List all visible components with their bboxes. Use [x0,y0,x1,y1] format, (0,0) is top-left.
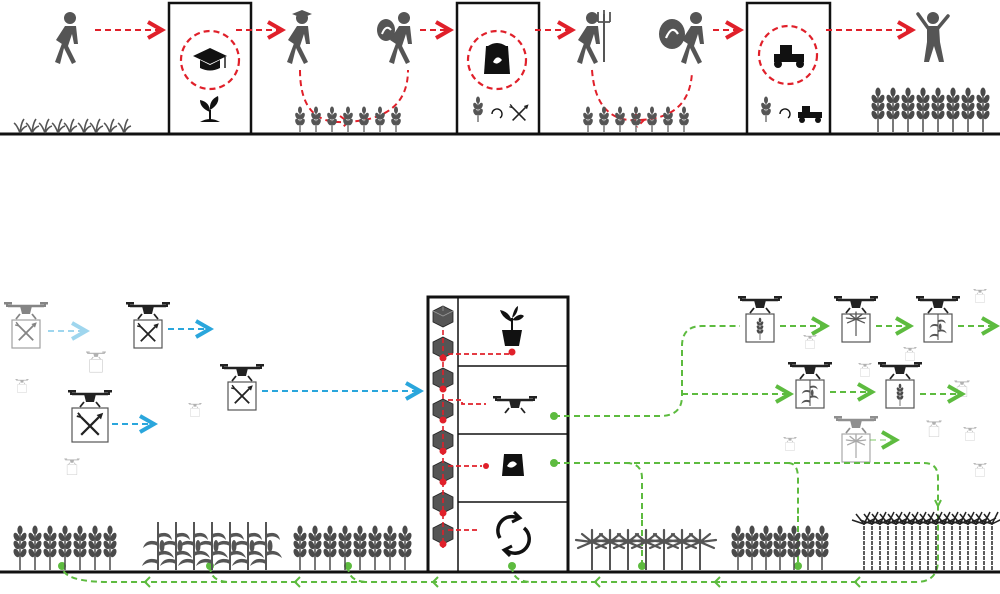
potted-plant-icon [500,306,524,346]
corn-drone-icon [916,296,960,342]
walker-icon [55,12,78,64]
celebrating-person-icon [916,12,950,62]
station-education [167,1,253,136]
cycle-tools-icon [471,95,530,123]
wheat-drone-icon [738,296,782,342]
sprout-icon [200,96,220,122]
green-flow [61,326,996,583]
left-drones [4,302,420,475]
top-weeds [13,118,132,134]
pitchfork-farmer-icon [577,10,611,64]
station-mechanization [745,1,832,136]
cycle-tractor-icon [759,95,822,123]
bottom-sugarcane [851,511,1000,571]
seed-bag-icon [484,43,510,74]
blockchain-column [432,305,454,548]
bottom-wheat-right [729,524,831,571]
fertilizer-bag-icon [502,454,524,476]
bottom-cassava [574,528,718,572]
graduation-cap-icon [193,48,227,71]
top-panel [0,1,1000,136]
bottom-corn [141,521,283,571]
graduate-icon [287,10,312,64]
top-wheat-full [869,86,992,133]
right-drones [738,289,987,477]
cassava-drone-icon [834,296,878,342]
bottom-panel [0,289,1000,588]
tools-drone-icon [4,302,48,348]
recycle-icon [496,510,531,558]
big-seed-bag-carrier-icon [659,12,704,64]
seed-bag-carrier-icon [377,12,412,64]
bottom-wheat-left [11,524,119,571]
bottom-wheat-middle [291,524,414,571]
station-inputs [455,1,541,136]
tractor-icon [774,45,804,68]
